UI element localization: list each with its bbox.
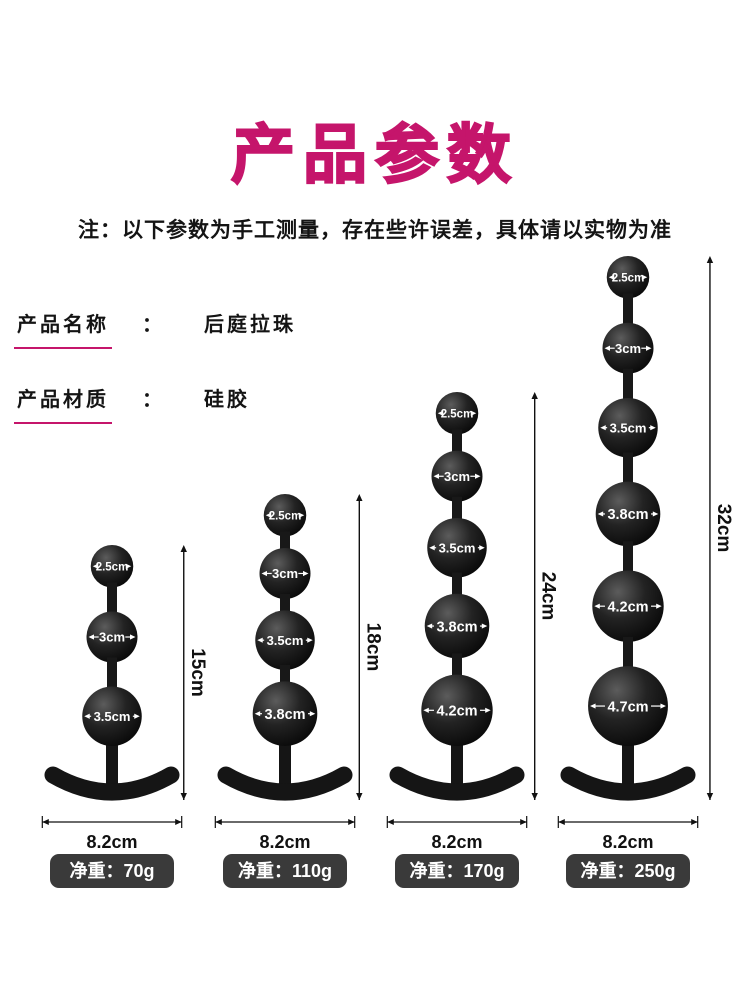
product-material-colon: ：	[142, 389, 162, 411]
bead	[435, 392, 479, 435]
product-stem	[451, 738, 463, 790]
product-name-colon: ：	[142, 314, 162, 336]
bead-neck	[452, 496, 462, 523]
product-stem	[622, 738, 634, 790]
bead	[252, 681, 318, 746]
product-base	[217, 766, 353, 801]
bead-neck	[452, 572, 462, 599]
product-name-label: 产品名称	[14, 308, 112, 349]
product-material-value: 硅胶	[204, 389, 250, 411]
product-base	[389, 766, 525, 801]
bead-neck	[280, 531, 290, 553]
bead-neck	[623, 636, 633, 672]
bead-diameter-label: 4.2cm	[607, 599, 648, 615]
bead	[606, 256, 650, 299]
bead	[259, 547, 311, 599]
bead	[86, 611, 138, 663]
bead-neck	[623, 293, 633, 328]
bead	[421, 674, 493, 746]
base-width-label: 8.2cm	[431, 832, 482, 852]
product-2: 2.5cm 3cm 3.5cm 3.8cm 18cm 8.2cm 净重：110g	[214, 494, 383, 888]
base-width-label: 8.2cm	[602, 832, 653, 852]
bead	[263, 494, 307, 537]
height-dimension-label: 18cm	[362, 623, 383, 672]
bead	[592, 570, 664, 642]
bead-diameter-label: 3.8cm	[436, 619, 477, 635]
bead	[82, 686, 142, 746]
bead	[588, 666, 668, 746]
product-info: 产品名称 ： 后庭拉珠 产品材质 ： 硅胶	[14, 308, 296, 458]
bead-diameter-label: 3.8cm	[607, 507, 648, 523]
bead-diameter-label: 3cm	[615, 341, 641, 356]
bead-diameter-label: 4.2cm	[436, 704, 477, 720]
weight-label: 净重：170g	[409, 860, 504, 881]
bead-neck	[280, 664, 290, 687]
bead	[255, 610, 315, 670]
product-3: 2.5cm 3cm 3.5cm 3.8cm 4.2cm 24cm 8.2cm 净重：170g	[386, 392, 559, 888]
bead-diameter-label: 2.5cm	[441, 408, 474, 420]
product-name-value: 后庭拉珠	[204, 314, 296, 336]
bead-diameter-label: 3.5cm	[439, 540, 476, 555]
product-base	[44, 766, 180, 801]
product-material-label: 产品材质	[14, 383, 112, 424]
bead-neck	[623, 541, 633, 576]
bead-diameter-label: 3.5cm	[94, 709, 131, 724]
height-dimension-label: 24cm	[538, 572, 559, 621]
base-width-label: 8.2cm	[86, 832, 137, 852]
bead	[431, 450, 483, 502]
bead-diameter-label: 3cm	[99, 630, 125, 645]
product-4: 2.5cm 3cm 3.5cm 3.8cm 4.2cm 4.7cm 32cm 8.2cm 净重：…	[557, 256, 734, 888]
product-stem	[279, 738, 291, 790]
weight-badge	[50, 854, 174, 888]
bead-diameter-label: 2.5cm	[612, 272, 645, 284]
bead-diameter-label: 4.7cm	[607, 699, 648, 715]
weight-badge	[566, 854, 690, 888]
bead	[90, 545, 134, 588]
bead-diameter-label: 3cm	[444, 469, 470, 484]
bead	[602, 322, 654, 374]
bead-neck	[623, 368, 633, 403]
bead-diameter-label: 2.5cm	[269, 510, 302, 522]
page-title: 产品参数	[230, 118, 519, 192]
product-name-row: 产品名称 ： 后庭拉珠	[14, 308, 296, 349]
height-dimension-label: 15cm	[187, 648, 208, 697]
bead-neck	[452, 429, 462, 456]
weight-label: 净重：70g	[69, 860, 154, 881]
bead-neck	[280, 593, 290, 616]
bead-diameter-label: 3cm	[272, 566, 298, 581]
bead-neck	[107, 582, 117, 617]
bead	[427, 518, 487, 578]
weight-badge	[223, 854, 347, 888]
bead	[424, 593, 490, 659]
bead-diameter-label: 3.5cm	[267, 633, 304, 648]
bead	[595, 481, 661, 547]
product-base	[560, 766, 696, 801]
product-1: 2.5cm 3cm 3.5cm 15cm 8.2cm 净重：70g	[41, 545, 208, 888]
product-material-row: 产品材质 ： 硅胶	[14, 383, 296, 424]
base-width-label: 8.2cm	[259, 832, 310, 852]
measurement-note: 注：以下参数为手工测量，存在些许误差，具体请以实物为准	[78, 219, 672, 242]
product-stem	[106, 738, 118, 790]
height-dimension-label: 32cm	[713, 504, 734, 553]
weight-badge	[395, 854, 519, 888]
weight-label: 净重：110g	[238, 860, 332, 881]
bead-diameter-label: 3.8cm	[264, 707, 305, 723]
bead-diameter-label: 3.5cm	[610, 420, 647, 435]
weight-label: 净重：250g	[580, 860, 675, 881]
bead-neck	[623, 452, 633, 487]
bead-neck	[107, 657, 117, 692]
bead-diameter-label: 2.5cm	[96, 561, 129, 573]
bead-neck	[452, 653, 462, 680]
bead	[598, 397, 658, 458]
